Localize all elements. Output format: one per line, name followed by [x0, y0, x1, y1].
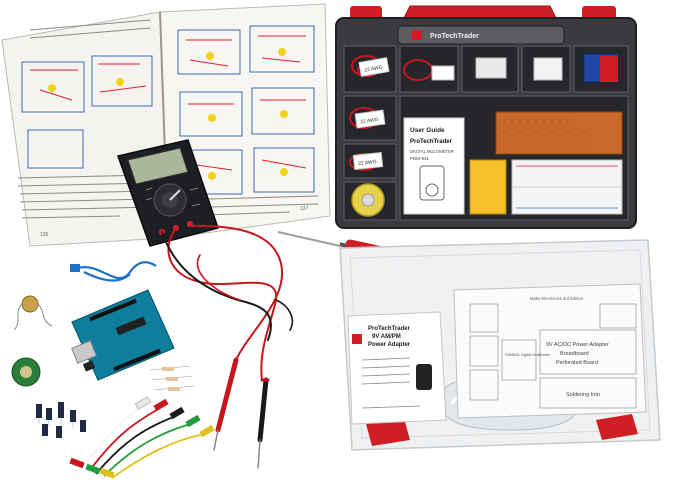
speaker-icon	[11, 357, 41, 387]
potentiometer-icon	[13, 295, 53, 331]
manual-model: PDM-831	[410, 156, 430, 161]
lid-contents-card: Make Electronics 3rd Edition 9V AC/DC Po…	[453, 283, 647, 419]
lid-card-item-multimeter: PDM831 Digital Multimeter	[505, 353, 551, 357]
lid-card-item-breadboard: Breadboard	[560, 351, 589, 357]
book-page-number-left: 126	[40, 232, 49, 238]
adapter-brand: ProTechTrader	[368, 326, 411, 332]
manual-subtitle: DIGITAL MULTIMETER	[410, 149, 454, 154]
storage-case: ProTechTrader 22 AWG 22 AWG 22 AWG User …	[335, 5, 637, 229]
manual-brand: ProTechTrader	[410, 139, 453, 145]
lid-card-item-soldering: Soldering Iron	[566, 392, 600, 398]
alligator-clip-icon	[69, 396, 215, 479]
resistors	[149, 365, 195, 391]
wire-spool-label: 22 AWG	[364, 65, 383, 74]
manual-heading: User Guide	[410, 127, 445, 134]
lid-card-title: Make Electronics 3rd Edition	[530, 296, 584, 301]
lid-card-item-main: 9V AC/DC Power Adapter	[546, 342, 609, 348]
lid-card-item-perfboard: Perforated Board	[556, 360, 598, 366]
breadboard-icon	[469, 159, 623, 215]
test-leads	[161, 224, 294, 469]
wire-spool-label: 22 AWG	[360, 117, 379, 126]
adapter-line2: Power Adapter	[368, 342, 411, 348]
multimeter-icon	[117, 139, 219, 247]
case-brand-top: ProTechTrader	[430, 33, 479, 40]
arduino-board-icon	[71, 289, 175, 381]
adapter-line1: 9V AM/PM	[372, 334, 401, 340]
power-adapter-card: ProTechTrader 9V AM/PM Power Adapter	[347, 311, 447, 425]
usb-cable-icon	[70, 261, 157, 282]
wire-spool-label: 22 AWG	[358, 159, 377, 167]
book-page-number-right: 127	[300, 206, 309, 212]
capacitors	[36, 402, 86, 438]
